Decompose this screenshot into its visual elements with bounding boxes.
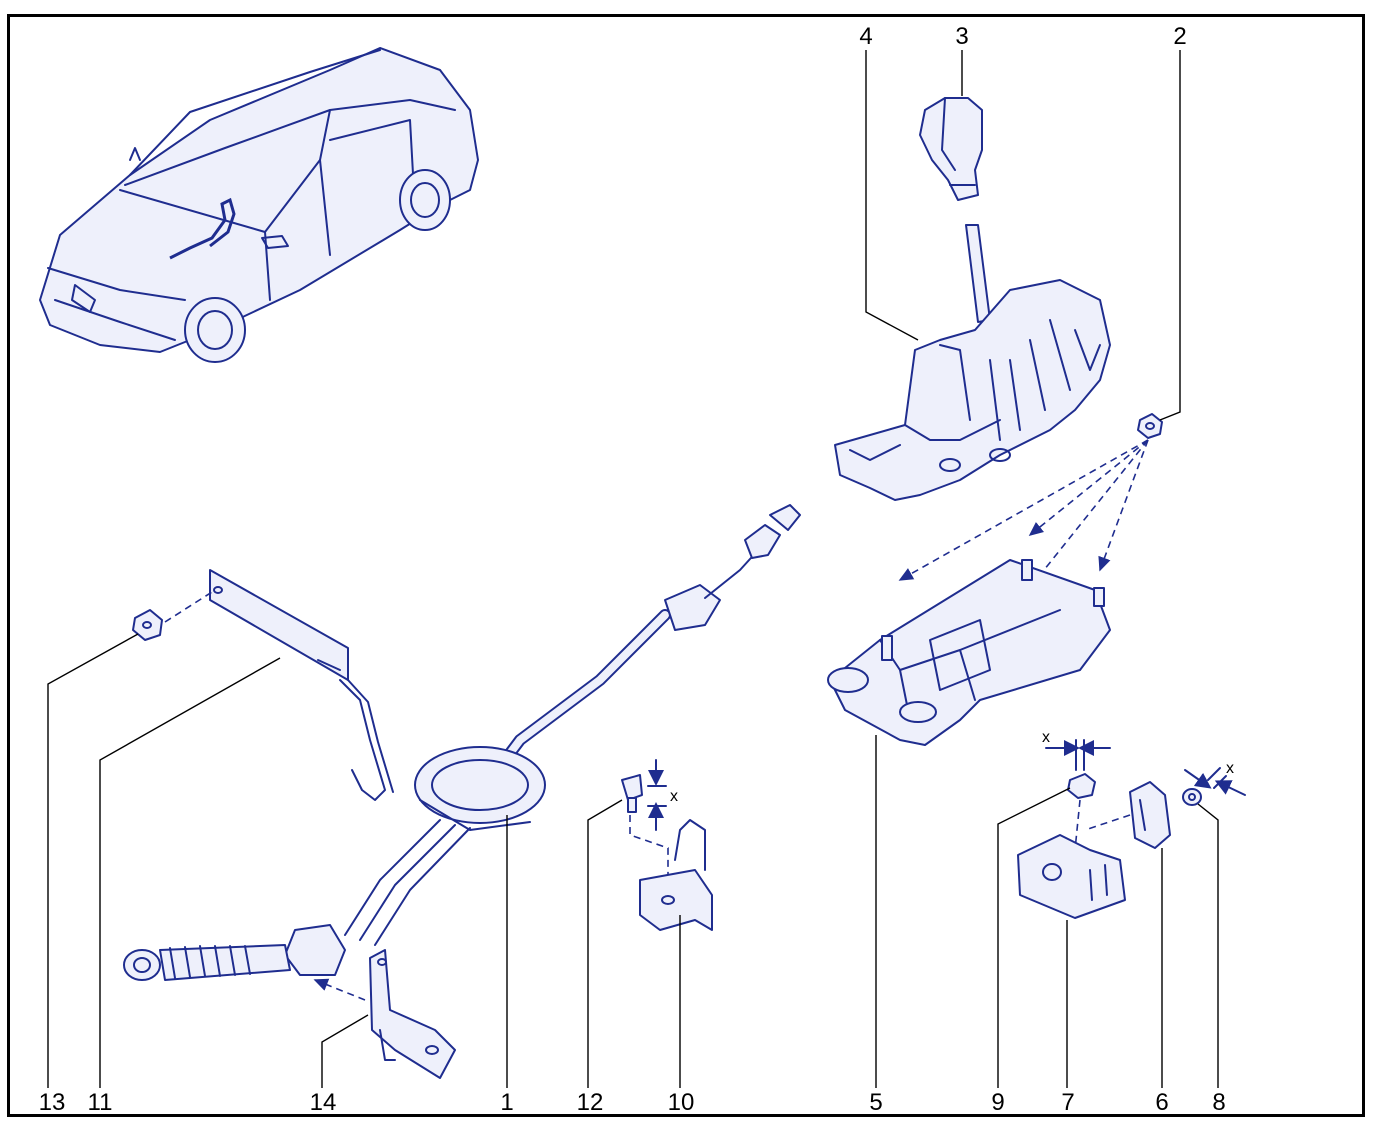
tolerance-mark-12 <box>647 759 667 831</box>
tolerance-labels: x x x <box>670 729 1234 805</box>
assembly-line <box>313 978 366 1001</box>
x-label-nut-9: x <box>1042 729 1050 746</box>
washer-8 <box>1182 788 1202 806</box>
leader-line-12 <box>587 799 623 1088</box>
callout-14: 14 <box>310 1089 337 1116</box>
gear-lever-housing <box>834 224 1111 501</box>
vehicle-illustration <box>39 47 479 363</box>
assembly-line <box>164 591 213 623</box>
callout-3: 3 <box>955 23 968 50</box>
callout-2: 2 <box>1173 23 1186 50</box>
nut-9 <box>1067 773 1096 799</box>
clip-10 <box>639 819 713 931</box>
callout-12: 12 <box>577 1089 604 1116</box>
callout-10: 10 <box>668 1089 695 1116</box>
nut-13 <box>132 609 163 641</box>
callout-4: 4 <box>859 23 872 50</box>
assembly-line <box>979 439 1149 651</box>
callout-11: 11 <box>88 1089 113 1116</box>
leader-line-2 <box>1159 50 1181 421</box>
leader-lines <box>47 50 1219 1088</box>
gear-knob <box>919 97 983 201</box>
leader-line-13 <box>47 633 139 1088</box>
assembly-line <box>629 815 669 898</box>
bracket-14 <box>369 949 456 1079</box>
gear-cable <box>123 504 801 981</box>
callout-13: 13 <box>39 1089 66 1116</box>
leader-line-4 <box>865 50 919 341</box>
leader-line-9 <box>997 787 1071 1088</box>
leader-line-11 <box>99 657 281 1088</box>
clip-6 <box>1129 781 1171 849</box>
callout-5: 5 <box>869 1089 882 1116</box>
bolt-12 <box>621 774 643 813</box>
nut-2 <box>1137 413 1163 439</box>
callout-labels: 4 3 2 13 11 14 1 12 10 5 9 7 6 8 <box>39 23 1226 1116</box>
leader-line-14 <box>321 1014 369 1088</box>
lever-base-plate <box>827 559 1111 746</box>
tolerance-mark-8 <box>1184 767 1246 796</box>
callout-7: 7 <box>1061 1089 1074 1116</box>
callout-8: 8 <box>1212 1089 1225 1116</box>
assembly-line <box>1084 814 1131 831</box>
callout-6: 6 <box>1155 1089 1168 1116</box>
tolerance-mark-9 <box>1045 739 1111 771</box>
assembly-line <box>1028 439 1149 537</box>
x-label-bolt-12: x <box>670 788 678 805</box>
bracket-7 <box>1017 834 1126 919</box>
leader-line-8 <box>1197 803 1219 1088</box>
bracket-11 <box>209 569 394 801</box>
x-label-nut-8: x <box>1226 760 1234 777</box>
callout-1: 1 <box>500 1089 513 1116</box>
callout-9: 9 <box>991 1089 1004 1116</box>
